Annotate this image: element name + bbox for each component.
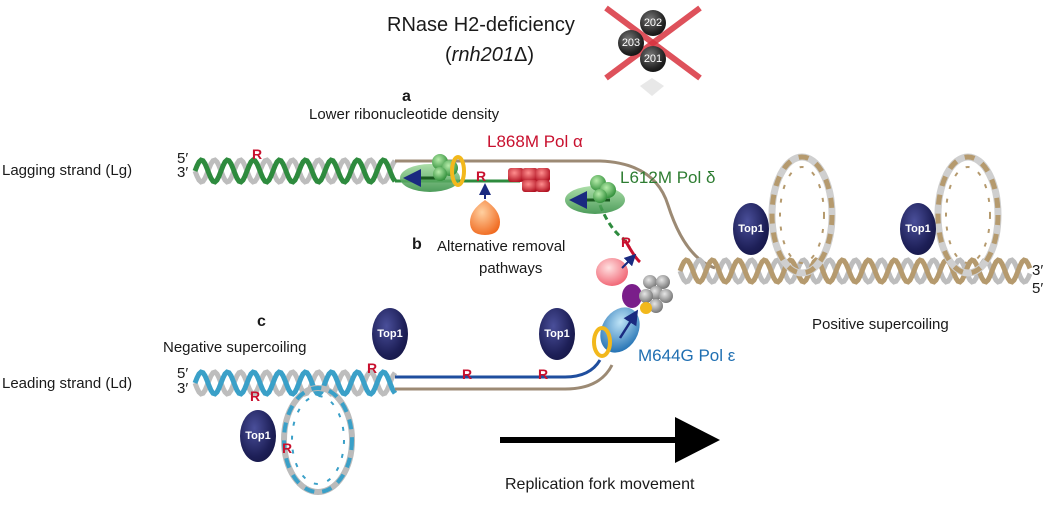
pink-removal-enzyme <box>596 253 637 286</box>
fork-movement-label: Replication fork movement <box>505 476 695 493</box>
negative-supercoil-loop <box>281 385 355 495</box>
helix-strand <box>677 257 1033 285</box>
genotype-close: ) <box>527 44 534 66</box>
ribonucleotide-okazaki: R <box>621 234 632 250</box>
section-b-letter: b <box>412 236 422 253</box>
orange-removal-enzyme <box>470 183 500 235</box>
ribonucleotide-supercoil: R <box>282 440 293 456</box>
lagging-strand-helix <box>192 157 398 185</box>
pol-alpha-label: L868M Pol α <box>487 132 583 151</box>
leading-nascent-strand <box>395 359 602 379</box>
helix-strand <box>192 369 398 397</box>
leading-strand-helix <box>192 369 398 397</box>
ribonucleotide-leading-lower: R <box>250 388 261 404</box>
positive-supercoiling-label: Positive supercoiling <box>812 316 949 333</box>
genotype-italic: rnh201 <box>451 44 514 66</box>
positive-supercoil-loop-2 <box>934 153 1002 277</box>
helix-strand <box>192 369 398 397</box>
positive-supercoil-loop-1 <box>768 153 836 277</box>
lagging-pol-delta-right <box>565 175 625 214</box>
section-a-letter: a <box>402 88 411 105</box>
helix-strand <box>192 157 398 185</box>
top1-positive-2: Top1 <box>900 203 936 255</box>
section-c-text: Negative supercoiling <box>163 339 307 356</box>
lagging-3prime: 3′ <box>177 164 189 181</box>
ribonucleotide-lagging-gap: R <box>476 168 487 184</box>
fork-movement-arrow <box>500 417 720 463</box>
pol-delta-label: L612M Pol δ <box>620 168 716 187</box>
section-a-text: Lower ribonucleotide density <box>309 106 500 123</box>
pol-epsilon <box>592 307 640 358</box>
lagging-strand-label: Lagging strand (Lg) <box>2 162 133 179</box>
right-3prime: 3′ <box>1032 262 1044 279</box>
helix-strand <box>192 157 398 185</box>
top1-positive-1: Top1 <box>733 203 769 255</box>
section-b-line2: pathways <box>479 260 543 277</box>
top1-negative: Top1 <box>240 410 276 462</box>
leading-3prime: 3′ <box>177 380 189 397</box>
subunit-203: 203 <box>618 30 644 56</box>
ribonucleotide-leading-helix: R <box>367 360 378 376</box>
lagging-pol-delta-left <box>400 154 466 192</box>
rnase-title: RNase H2-deficiency <box>387 14 575 36</box>
genotype-delta: Δ <box>513 44 528 66</box>
section-c-letter: c <box>257 313 266 330</box>
lagging-5prime: 5′ <box>177 150 189 167</box>
leading-strand-label: Leading strand (Ld) <box>2 375 133 392</box>
replisome-helicase <box>622 275 673 314</box>
subunit-201: 201 <box>640 46 666 72</box>
section-b-line1: Alternative removal <box>437 238 566 255</box>
top1-leading-1: Top1 <box>372 308 408 360</box>
ribonucleotide-leading-1: R <box>462 366 473 382</box>
parental-helix <box>677 257 1033 285</box>
top1-leading-2: Top1 <box>539 308 575 360</box>
leading-5prime: 5′ <box>177 365 189 382</box>
subunit-202: 202 <box>640 10 666 36</box>
pol-epsilon-label: M644G Pol ε <box>638 346 736 365</box>
ribonucleotide-leading-2: R <box>538 366 549 382</box>
right-5prime: 5′ <box>1032 280 1044 297</box>
ribonucleotide-lagging-helix: R <box>252 146 263 162</box>
genotype-open: ( <box>445 44 452 66</box>
helix-strand <box>677 257 1033 285</box>
rnase-h2-crossed-complex <box>604 5 702 96</box>
leading-parental-strand <box>395 364 614 391</box>
rnase-genotype: (rnh201Δ) <box>445 44 534 67</box>
lagging-parental-strand <box>395 159 716 270</box>
pol-alpha-primase <box>508 168 550 192</box>
